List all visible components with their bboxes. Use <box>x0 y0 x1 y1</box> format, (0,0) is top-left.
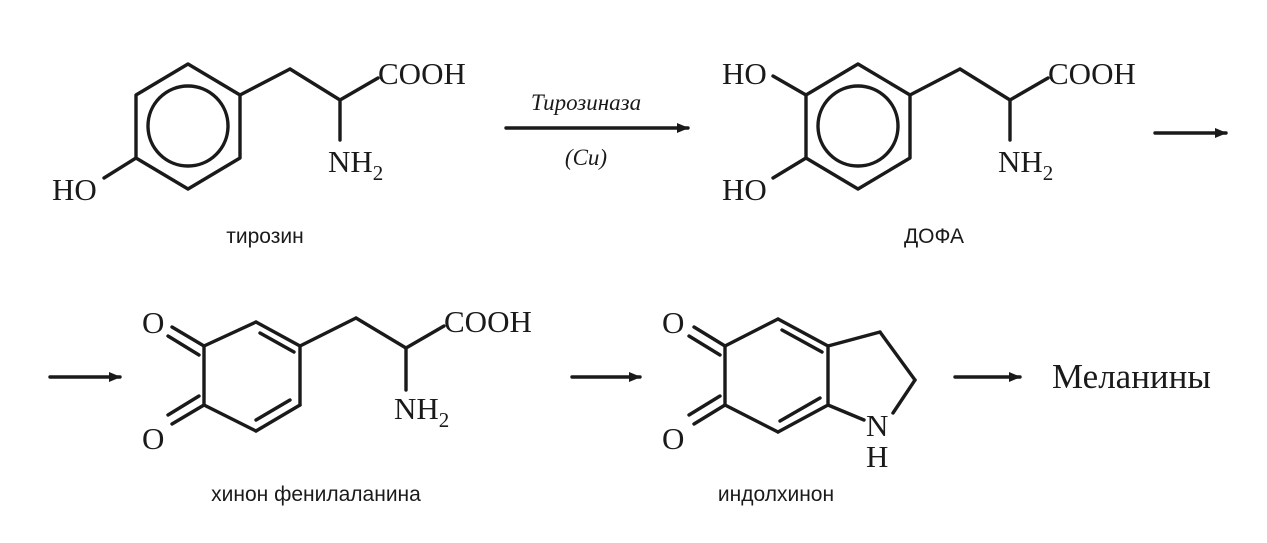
quinone-caption: хинон фенилаланина <box>211 483 421 506</box>
hydroxyl-label: HO <box>52 172 97 207</box>
hydroxyl-label-bottom: HO <box>722 172 767 207</box>
carbonyl-label-bottom: O <box>662 421 684 456</box>
tyrosine-structure: HO COOH NH2 тирозин <box>52 56 466 248</box>
amino-label: NH2 <box>328 144 383 185</box>
enzyme-label: Тирозиназа <box>531 90 641 115</box>
carboxyl-label: COOH <box>444 304 532 339</box>
dopa-caption: ДОФА <box>904 225 964 248</box>
indolequinone-structure: O O N H индолхинон <box>662 305 917 506</box>
carboxyl-label: COOH <box>1048 56 1136 91</box>
tyrosine-caption: тирозин <box>226 225 303 248</box>
carbonyl-label-bottom: O <box>142 421 164 456</box>
amino-label: NH2 <box>394 391 449 432</box>
nitrogen-label: N <box>866 408 888 443</box>
carbonyl-label-top: O <box>662 305 684 340</box>
reaction-arrow-1: Тирозиназа (Cu) <box>504 90 690 170</box>
amino-label: NH2 <box>998 144 1053 185</box>
hydroxyl-label-top: HO <box>722 56 767 91</box>
dopa-structure: HO HO COOH NH2 ДОФА <box>722 56 1136 248</box>
melanin-product-label: Меланины <box>1052 357 1211 396</box>
indolequinone-caption: индолхинон <box>718 483 834 506</box>
cofactor-label: (Cu) <box>565 145 607 170</box>
nh-hydrogen-label: H <box>866 439 888 474</box>
quinone-structure: O O COOH NH2 хинон фенилаланина <box>142 304 532 506</box>
carbonyl-label-top: O <box>142 305 164 340</box>
carboxyl-label: COOH <box>378 56 466 91</box>
